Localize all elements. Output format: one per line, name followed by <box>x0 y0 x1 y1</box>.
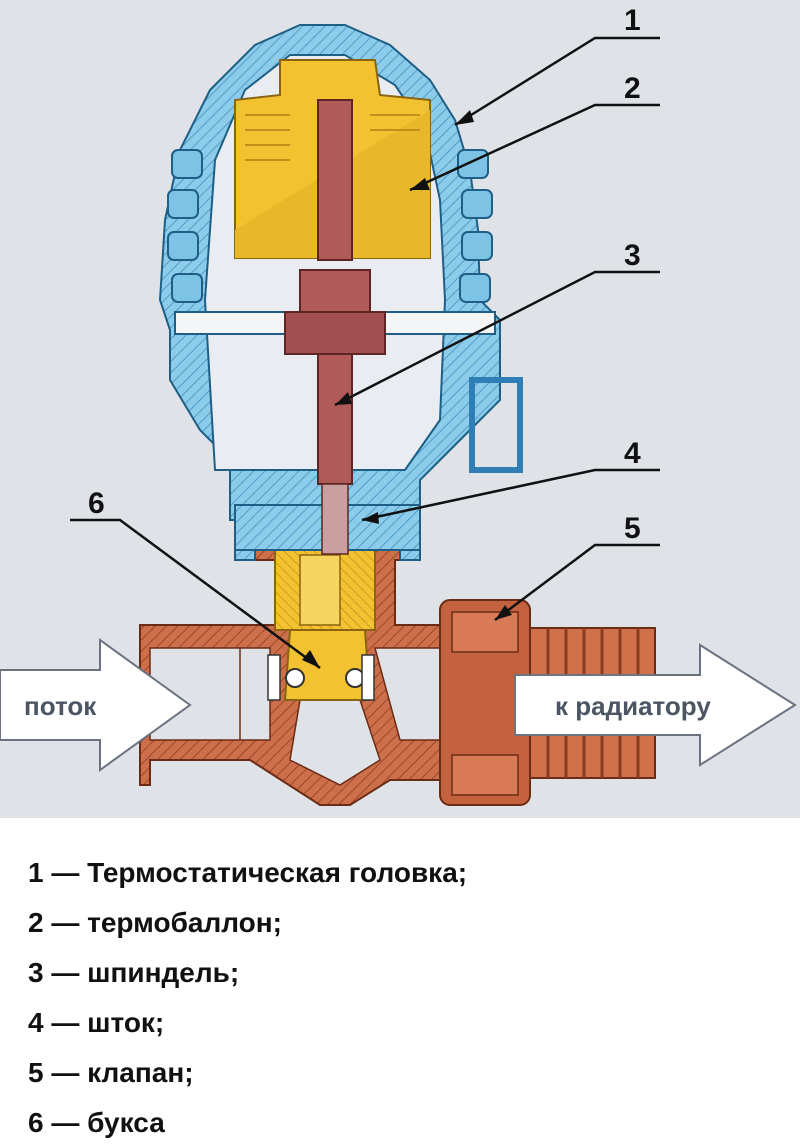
callout-6: 6 <box>88 487 105 520</box>
valve-bushing <box>267 504 387 701</box>
leader-lines <box>70 36 660 670</box>
legend: 1 — Термостатическая головка; 2 — термоб… <box>0 818 800 1138</box>
callout-1: 1 <box>624 4 641 37</box>
legend-item-stem: 4 — шток; <box>28 1007 165 1038</box>
callout-4: 4 <box>624 437 641 470</box>
valve-diagram: поток к радиатору 1 2 3 4 5 6 <box>0 0 800 818</box>
legend-list: 1 — Термостатическая головка; 2 — термоб… <box>28 848 467 1148</box>
legend-item-spindle: 3 — шпиндель; <box>28 957 240 988</box>
inlet-label: поток <box>24 691 97 721</box>
leader-arrowheads <box>302 110 512 668</box>
inlet-arrow: поток <box>0 638 192 772</box>
outlet-label: к радиатору <box>555 691 711 721</box>
outlet-arrow: к радиатору <box>514 643 797 767</box>
legend-item-thermo-bulb: 2 — термобаллон; <box>28 907 283 938</box>
legend-item-valve: 5 — клапан; <box>28 1057 194 1088</box>
spindle <box>284 99 386 555</box>
callout-5: 5 <box>624 512 641 545</box>
callout-3: 3 <box>624 239 641 272</box>
legend-item-thermostatic-head: 1 — Термостатическая головка; <box>28 857 468 888</box>
legend-item-bushing: 6 — букса <box>28 1107 165 1138</box>
callout-2: 2 <box>624 72 641 105</box>
